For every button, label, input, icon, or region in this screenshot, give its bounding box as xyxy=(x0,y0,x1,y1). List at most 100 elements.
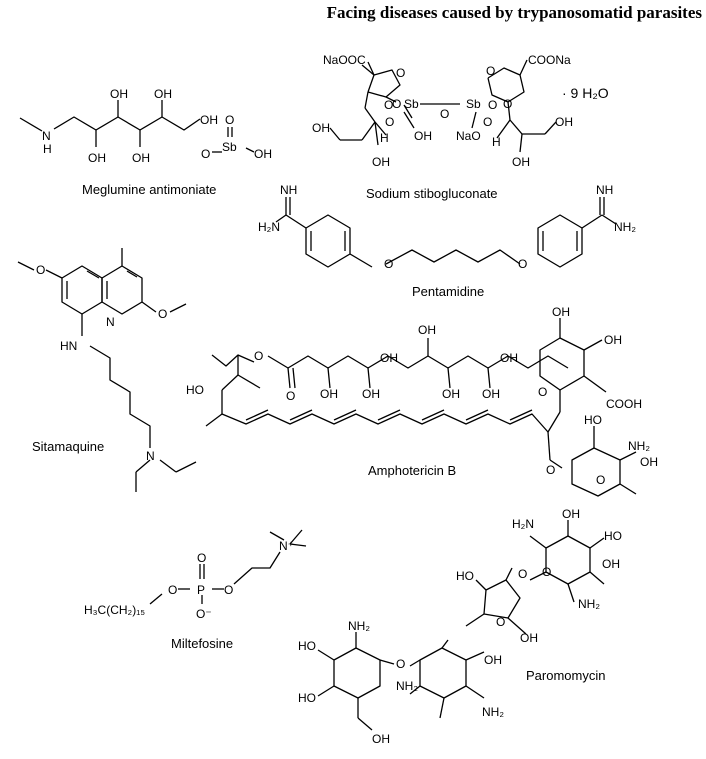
stibo-o-bridge: O xyxy=(440,107,449,121)
paromo-o-link2: O xyxy=(396,657,405,671)
paromomycin-structure: H₂N OH HO O OH NH₂ HO O O OH NH₂ HO O OH… xyxy=(298,507,622,746)
pentamidine-nh2: NH₂ xyxy=(614,220,636,234)
paromo-o-ring2: O xyxy=(496,615,505,629)
ampho-o-glyco: O xyxy=(546,463,555,477)
stibo-sb-1: Sb xyxy=(404,97,419,111)
paromo-ho-4: HO xyxy=(298,691,316,705)
sodium-stibogluconate-name: Sodium stibogluconate xyxy=(366,186,498,201)
ampho-o-sugar-ring: O xyxy=(596,473,605,487)
stibo-o-8: O xyxy=(483,115,492,129)
pentamidine-nh-left: NH xyxy=(280,183,297,197)
meglumine-antimoniate-structure: N H OH OH OH OH OH O Sb O OH Meglumine a… xyxy=(19,87,272,197)
pentamidine-o-left: O xyxy=(384,257,393,271)
stibo-o-4: O xyxy=(385,115,394,129)
meglumine-oh-2: OH xyxy=(110,87,128,101)
ampho-oh-6: OH xyxy=(552,305,570,319)
stibo-o-1: O xyxy=(396,66,405,80)
miltefosine-o-minus: O⁻ xyxy=(196,607,212,621)
miltefosine-n-plus: N⁺ xyxy=(279,539,294,553)
stibo-o-3: O xyxy=(384,98,393,112)
ampho-oh-8: OH xyxy=(380,351,398,365)
ampho-oh-3: OH xyxy=(418,323,436,337)
antimoniate-sb: Sb xyxy=(222,140,237,154)
pentamidine-nh-right: NH xyxy=(596,183,613,197)
paromo-oh-5: OH xyxy=(372,732,390,746)
stibo-h-2: H xyxy=(492,135,501,149)
stibo-oh-3: OH xyxy=(414,129,432,143)
meglumine-antimoniate-name: Meglumine antimoniate xyxy=(82,182,216,197)
sitamaquine-structure: O N O HN N Sitamaquine xyxy=(17,248,197,492)
paromomycin-name: Paromomycin xyxy=(526,668,605,683)
meglumine-oh-3: OH xyxy=(132,151,150,165)
amphotericin-b-structure: O O OH OH OH OH OH OH OH OH OH HO O COOH… xyxy=(186,305,658,497)
miltefosine-name: Miltefosine xyxy=(171,636,233,651)
paromo-oh-3: OH xyxy=(520,631,538,645)
antimoniate-o-top: O xyxy=(225,113,234,127)
ampho-oh-4: OH xyxy=(442,387,460,401)
stibo-naooc: NaOOC xyxy=(323,53,366,67)
stibo-hydrate: · 9 H₂O xyxy=(562,85,609,101)
paromo-nh2-2: NH₂ xyxy=(348,619,370,633)
paromo-o-ring1: O xyxy=(542,565,551,579)
ampho-oh-9: OH xyxy=(500,351,518,365)
stibo-oh-1: OH xyxy=(312,121,330,135)
paromo-ho-1: HO xyxy=(604,529,622,543)
sitamaquine-name: Sitamaquine xyxy=(32,439,104,454)
paromo-oh-4: OH xyxy=(484,653,502,667)
ampho-oh-5: OH xyxy=(482,387,500,401)
miltefosine-structure: N⁺ O P O O O⁻ H₃C(CH₂)₁₅ Miltefosine xyxy=(84,529,307,651)
paromo-nh2-3: NH₂ xyxy=(396,679,418,693)
paromo-o-link1: O xyxy=(518,567,527,581)
stibo-oh-2: OH xyxy=(372,155,390,169)
miltefosine-p: P xyxy=(197,583,205,597)
figure-title: Facing diseases caused by trypanosomatid… xyxy=(326,3,702,22)
ampho-o-carbonyl: O xyxy=(286,389,295,403)
stibo-o-5: O xyxy=(488,98,497,112)
miltefosine-o-top: O xyxy=(197,551,206,565)
stibo-oh-5: OH xyxy=(512,155,530,169)
miltefosine-alkyl: H₃C(CH₂)₁₅ xyxy=(84,603,145,617)
sitamaquine-o-1: O xyxy=(36,263,45,277)
meglumine-oh-5: OH xyxy=(200,113,218,127)
stibo-o-7: O xyxy=(503,97,512,111)
stibo-sb-2: Sb xyxy=(466,97,481,111)
meglumine-oh-1: OH xyxy=(88,151,106,165)
miltefosine-o-left: O xyxy=(168,583,177,597)
ampho-oh-7: OH xyxy=(604,333,622,347)
pentamidine-h2n: H₂N xyxy=(258,220,280,234)
stibo-o-6: O xyxy=(486,64,495,78)
paromo-oh-2: OH xyxy=(602,557,620,571)
antimoniate-o-left: O xyxy=(201,147,210,161)
sitamaquine-hn: HN xyxy=(60,339,77,353)
paromo-nh2-4: NH₂ xyxy=(482,705,504,719)
stibo-oh-4: OH xyxy=(555,115,573,129)
pentamidine-name: Pentamidine xyxy=(412,284,484,299)
paromo-nh2-1: NH₂ xyxy=(578,597,600,611)
miltefosine-o-right: O xyxy=(224,583,233,597)
ampho-cooh: COOH xyxy=(606,397,642,411)
amphotericin-b-name: Amphotericin B xyxy=(368,463,456,478)
meglumine-oh-4: OH xyxy=(154,87,172,101)
sitamaquine-n-ring: N xyxy=(106,315,115,329)
sitamaquine-o-2: O xyxy=(158,307,167,321)
ampho-ho: HO xyxy=(186,383,204,397)
paromo-ho-2: HO xyxy=(456,569,474,583)
stibo-h-1: H xyxy=(380,131,389,145)
antimoniate-oh: OH xyxy=(254,147,272,161)
paromo-oh-1: OH xyxy=(562,507,580,521)
pentamidine-o-right: O xyxy=(518,257,527,271)
ampho-o-ring: O xyxy=(538,385,547,399)
stibo-coona: COONa xyxy=(528,53,571,67)
pentamidine-structure: NH H₂N O O NH NH₂ Pentamidine xyxy=(258,183,636,299)
meglumine-h: H xyxy=(43,142,52,156)
paromo-ho-3: HO xyxy=(298,639,316,653)
stibo-o-2: O xyxy=(392,97,401,111)
ampho-oh-2: OH xyxy=(362,387,380,401)
meglumine-n: N xyxy=(42,129,51,143)
ampho-o-ester: O xyxy=(254,349,263,363)
stibo-nao: NaO xyxy=(456,129,481,143)
sodium-stibogluconate-structure: NaOOC O O O Sb O O Sb O O O O COONa OH O… xyxy=(312,53,609,201)
ampho-oh-sugar: OH xyxy=(640,455,658,469)
ampho-nh2: NH₂ xyxy=(628,439,650,453)
